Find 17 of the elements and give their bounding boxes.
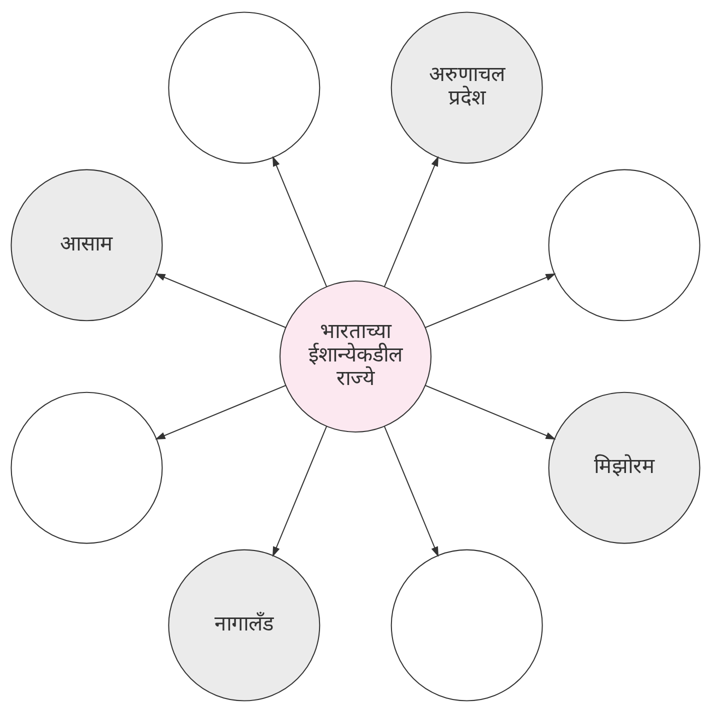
node-circle <box>168 12 320 164</box>
arrow <box>272 426 328 557</box>
arrow <box>155 384 286 440</box>
arrow <box>155 273 286 328</box>
arrow <box>384 156 439 287</box>
node-circle <box>390 549 543 702</box>
arrow <box>425 273 556 328</box>
node-circle: आसाम <box>10 169 163 322</box>
arrow <box>425 384 556 440</box>
node-circle: अरुणाचल प्रदेश <box>390 12 543 164</box>
node-circle <box>548 169 700 322</box>
node-circle: मिझोरम <box>548 392 700 544</box>
node-circle: भारताच्या ईशान्येकडील राज्ये <box>280 280 432 432</box>
arrow <box>384 426 439 557</box>
arrow <box>272 156 328 287</box>
node-circle <box>10 392 163 544</box>
node-circle: नागालँड <box>168 549 320 702</box>
